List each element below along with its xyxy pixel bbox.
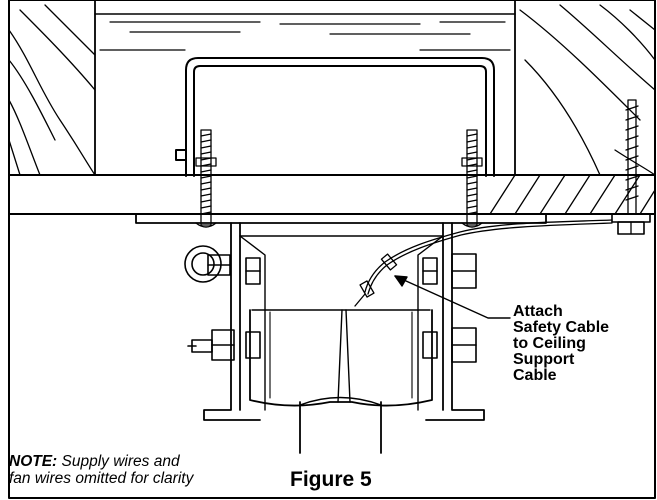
hanger-bracket [203,222,485,421]
callout-leader [394,275,511,319]
mounting-plate [135,213,547,228]
lag-screw [611,99,651,235]
callout-line-4: Support [513,351,575,368]
figure-frame [8,0,656,499]
threaded-rod-right [461,129,483,226]
callout-label: Attach Safety Cable to Ceiling Support C… [513,304,653,384]
callout-line-1: Attach [513,303,563,320]
note-text: NOTE: Supply wires and fan wires omitted… [9,453,269,487]
wood-grain-left [8,4,96,176]
note-line-1: Supply wires and [57,453,180,470]
callout-line-2: Safety Cable [513,319,610,336]
note-label: NOTE: [9,453,58,470]
hardware-right [422,253,477,363]
callout-line-5: Cable [513,367,557,384]
support-cable [354,219,613,307]
downrod [299,396,382,454]
threaded-rod-left [195,129,217,226]
downrod-ball [249,309,433,407]
u-bracket [175,57,495,177]
ceiling-board [8,174,656,215]
ceiling-joist [94,0,516,176]
figure-caption: Figure 5 [290,468,372,491]
note-line-2: fan wires omitted for clarity [9,470,194,487]
hardware-left [184,245,261,361]
callout-line-3: to Ceiling [513,335,586,352]
wood-grain-right [519,4,656,176]
